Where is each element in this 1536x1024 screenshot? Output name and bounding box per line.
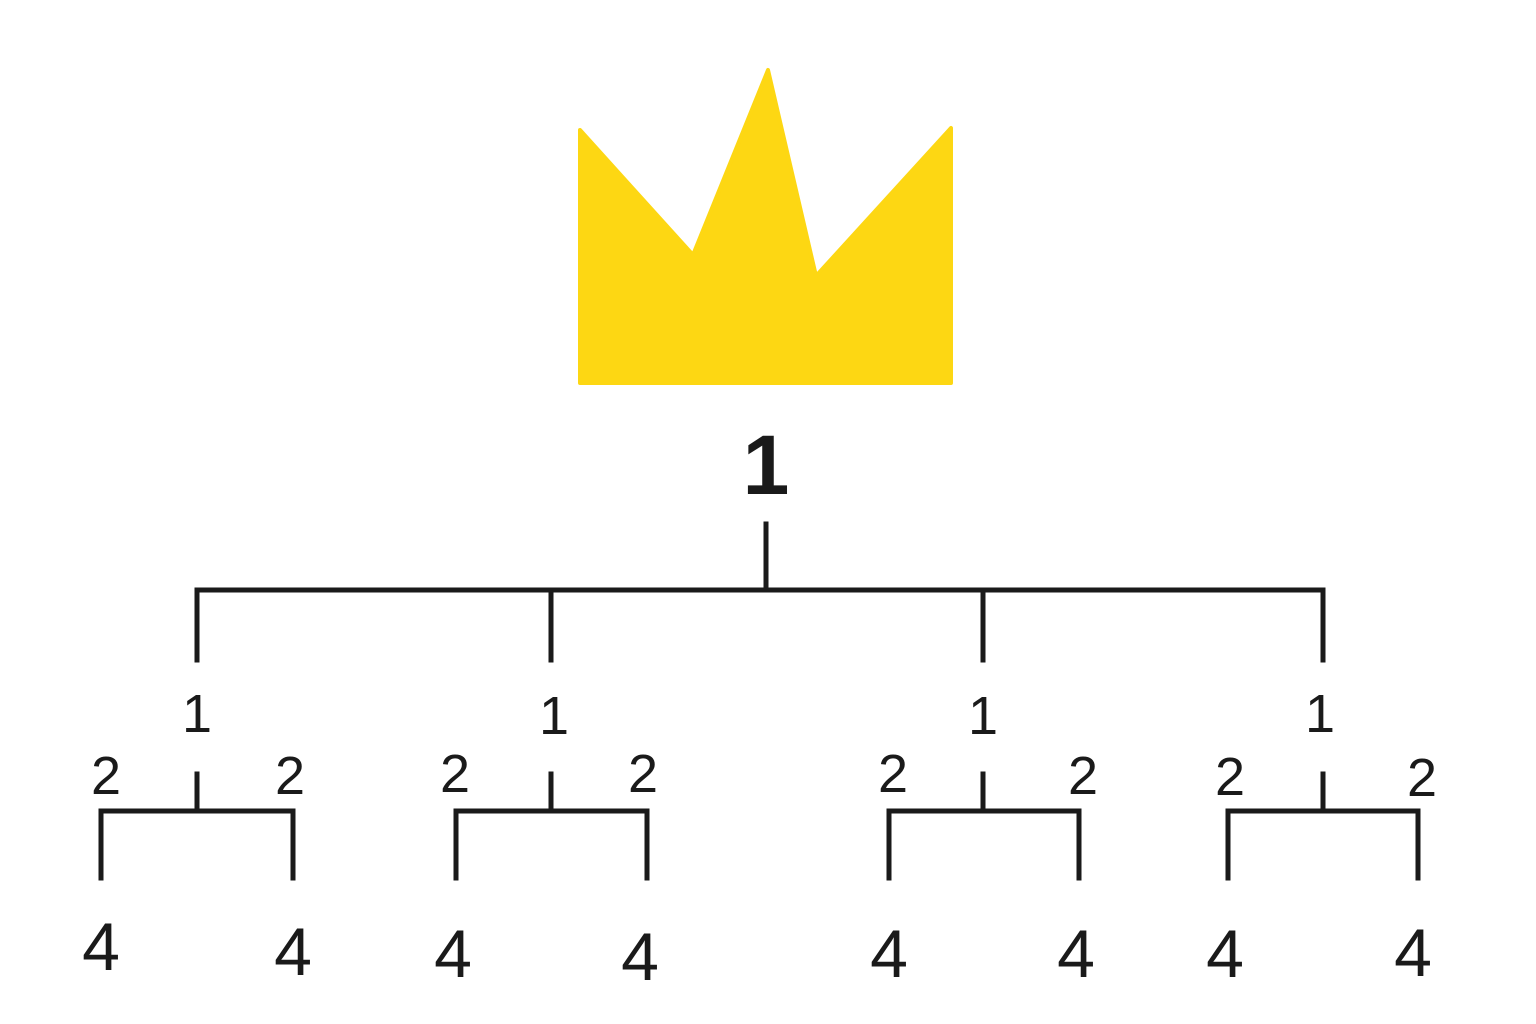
root-label: 1: [743, 418, 790, 512]
leaf-left: 4: [870, 916, 908, 992]
branch-label: 1: [182, 684, 212, 744]
branch-right-label: 2: [628, 744, 658, 804]
branch-1: 1 2 2 4 4: [82, 684, 312, 990]
branch-label: 1: [968, 686, 998, 746]
leaf-right: 4: [1394, 915, 1432, 991]
branch-2: 1 2 2 4 4: [434, 686, 659, 995]
leaf-right: 4: [621, 919, 659, 995]
branch-label: 1: [539, 686, 569, 746]
leaf-left: 4: [434, 916, 472, 992]
branch-right-label: 2: [1407, 748, 1437, 808]
leaf-left: 4: [1206, 916, 1244, 992]
branch-label: 1: [1305, 684, 1335, 744]
leaf-right: 4: [274, 914, 312, 990]
branch-left-label: 2: [878, 744, 908, 804]
branch-right-label: 2: [275, 746, 305, 806]
branch-bracket: [886, 808, 1082, 881]
branch-bracket: [1225, 808, 1421, 881]
branch-left-label: 2: [440, 744, 470, 804]
branch-left-label: 2: [1215, 747, 1245, 807]
leaf-right: 4: [1057, 916, 1095, 992]
leaf-left: 4: [82, 909, 120, 985]
branch-bracket: [98, 808, 296, 881]
branch-right-label: 2: [1068, 746, 1098, 806]
branch-bracket: [453, 808, 650, 881]
branch-3: 1 2 2 4 4: [870, 686, 1098, 992]
branch-left-label: 2: [91, 746, 121, 806]
crown-icon: [578, 68, 953, 385]
branch-4: 1 2 2 4 4: [1206, 684, 1437, 992]
